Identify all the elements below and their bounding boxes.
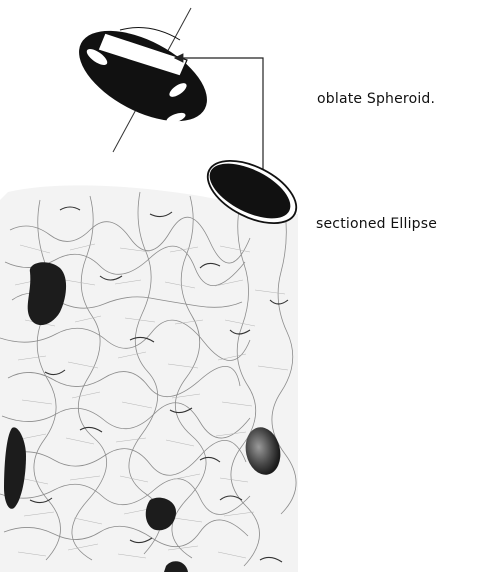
spheroid-body [65,12,221,140]
oblate-spheroid-label: oblate Spheroid. [317,91,435,107]
sectioned-ellipse-label: sectioned Ellipse [316,216,437,232]
oblate-spheroid-drawing [65,8,221,152]
micrograph [0,180,300,572]
